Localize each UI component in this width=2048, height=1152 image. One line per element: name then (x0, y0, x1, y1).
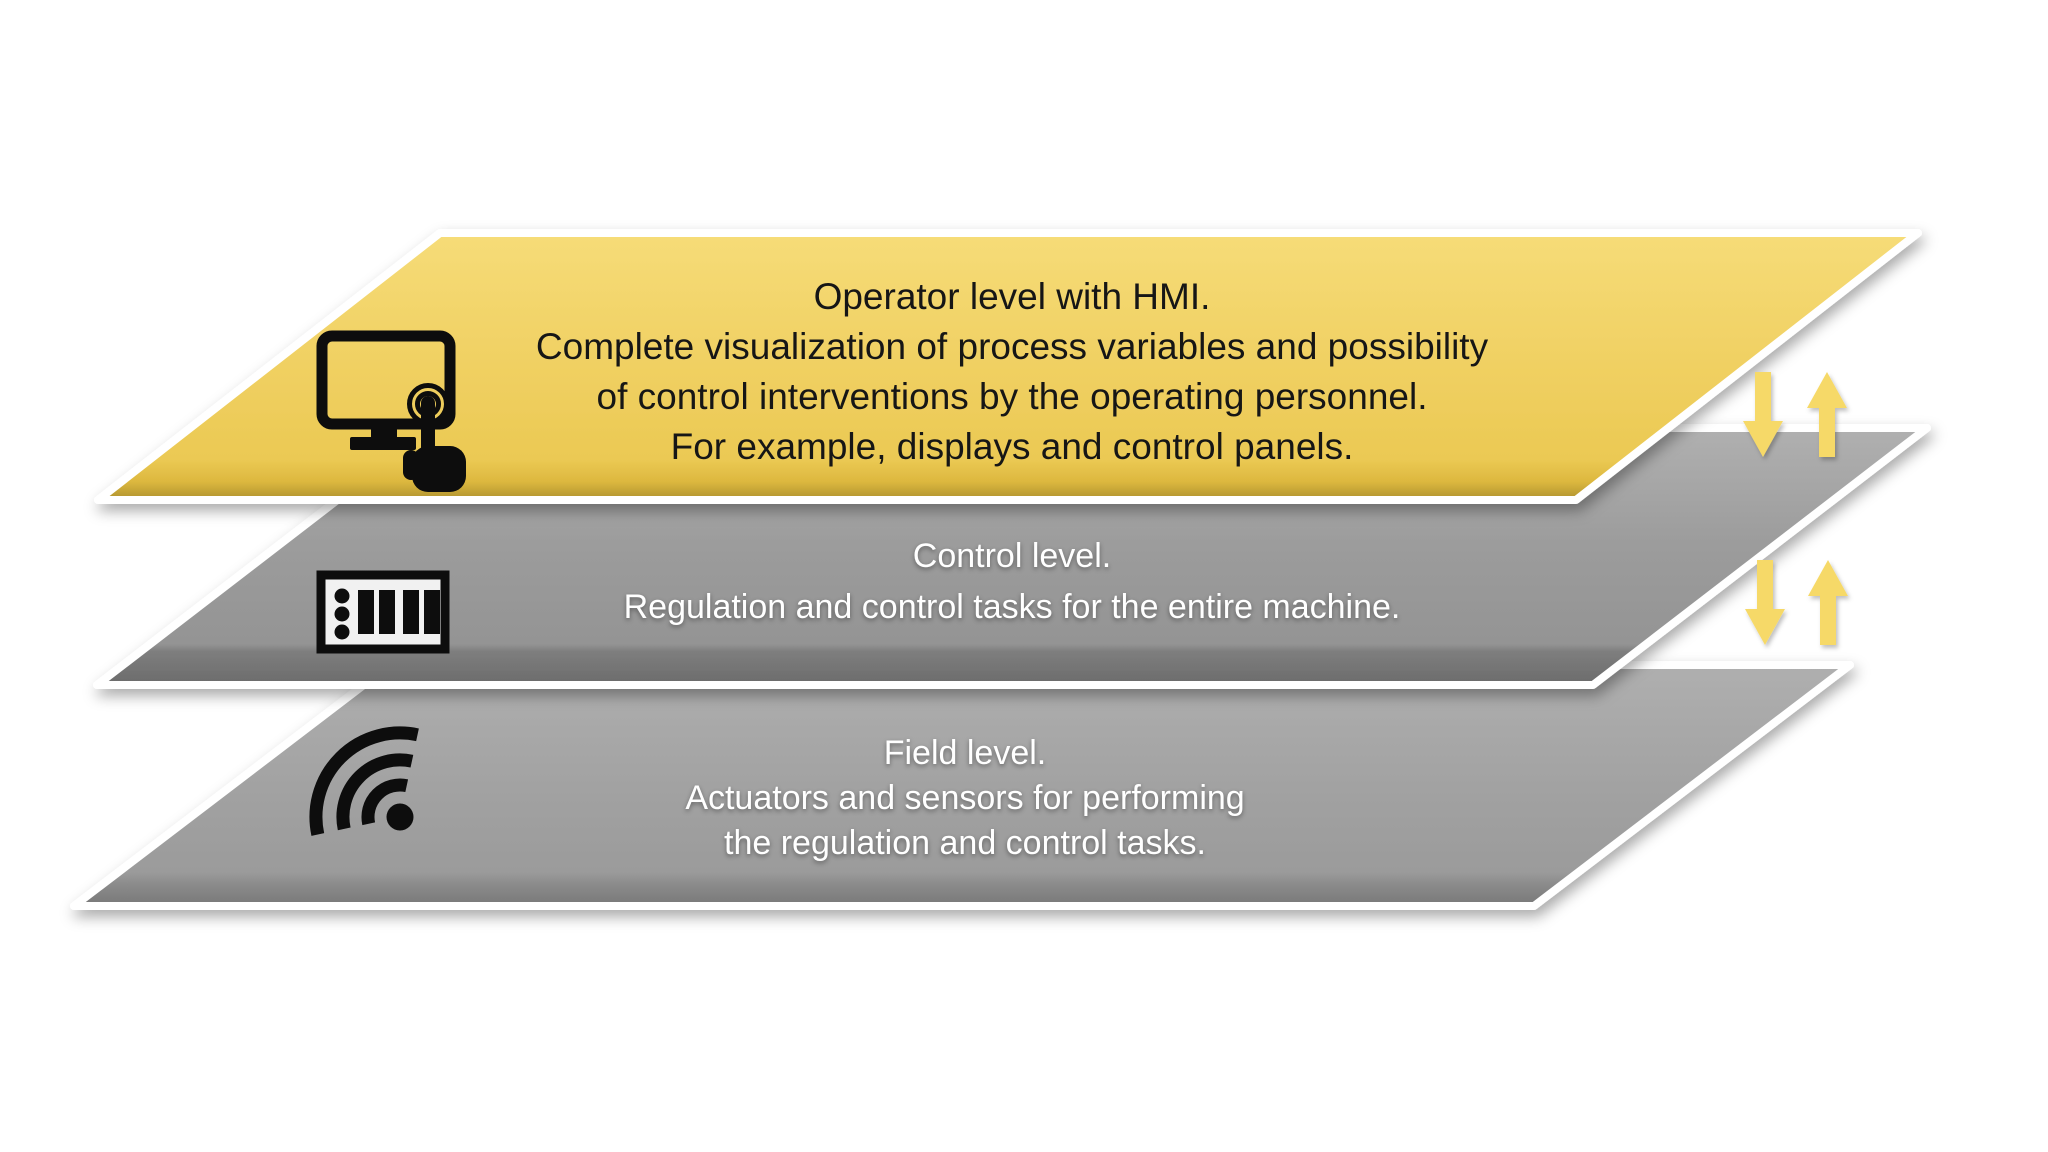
down-arrow-icon (1743, 372, 1783, 457)
up-arrow-icon (1807, 372, 1847, 457)
control-layer-text: Control level. Regulation and control ta… (362, 531, 1662, 633)
up-arrow-icon (1808, 560, 1848, 645)
field-layer-text: Field level. Actuators and sensors for p… (365, 731, 1565, 866)
operator-layer-shape (94, 229, 1922, 504)
operator-text-line: For example, displays and control panels… (670, 426, 1354, 467)
operator-text-line: Complete visualization of process variab… (535, 326, 1489, 367)
field-text-line: Actuators and sensors for performing (685, 779, 1245, 817)
arrows-operator-control (1743, 372, 1847, 457)
wireless-signal-icon (309, 726, 419, 836)
field-text-line: Field level. (883, 734, 1047, 772)
operator-text-line: of control interventions by the operatin… (596, 376, 1428, 417)
arrows-control-field (1745, 560, 1848, 645)
field-text-line: the regulation and control tasks. (724, 824, 1206, 862)
touchscreen-monitor-icon (316, 330, 466, 492)
operator-layer-text: Operator level with HMI. Complete visual… (312, 272, 1712, 472)
operator-layer (94, 229, 1922, 504)
control-text-line: Control level. (912, 537, 1112, 575)
plc-module-icon (316, 570, 450, 654)
control-text-line: Regulation and control tasks for the ent… (623, 588, 1401, 626)
down-arrow-icon (1745, 560, 1785, 645)
operator-text-line: Operator level with HMI. (813, 276, 1211, 317)
field-layer (70, 661, 1854, 910)
